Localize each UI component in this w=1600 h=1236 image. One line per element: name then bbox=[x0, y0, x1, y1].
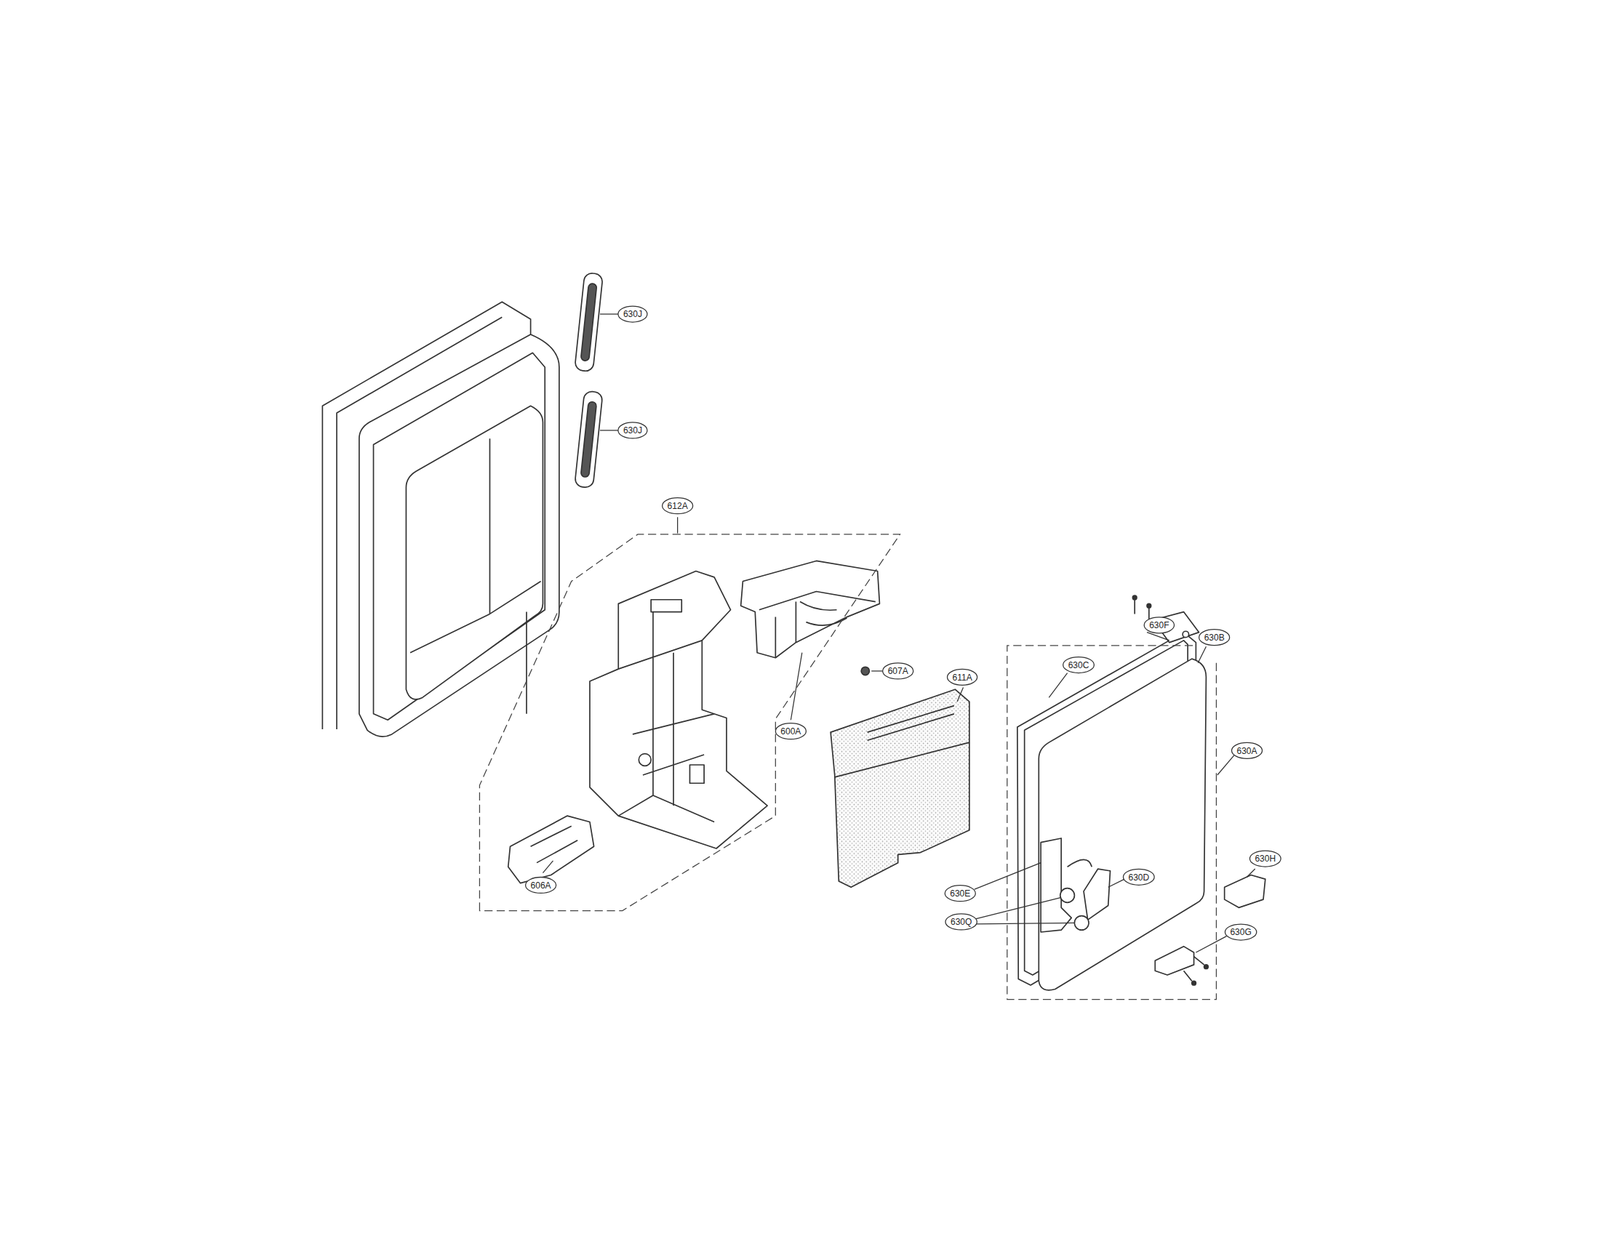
callout-oval bbox=[1122, 869, 1155, 886]
callout-oval bbox=[882, 663, 914, 680]
callout-oval bbox=[525, 877, 557, 894]
callout-number: 630J bbox=[623, 425, 643, 436]
callout-oval bbox=[947, 669, 978, 686]
callout-oval bbox=[662, 498, 694, 515]
illustration-part bbox=[759, 592, 876, 659]
callout-oval bbox=[618, 306, 648, 323]
illustration-part bbox=[861, 666, 870, 675]
illustration-part bbox=[1040, 838, 1072, 933]
callout-oval bbox=[1224, 924, 1256, 941]
illustration-part bbox=[1074, 916, 1089, 931]
callout-number: 612A bbox=[667, 501, 688, 512]
illustration-part bbox=[1195, 936, 1227, 953]
callout-oval bbox=[945, 914, 977, 931]
callout-oval bbox=[1199, 629, 1230, 646]
illustration-part bbox=[589, 570, 768, 849]
leader-lines bbox=[542, 314, 1255, 953]
illustration-part bbox=[525, 612, 528, 715]
callout-number: 630J bbox=[623, 309, 643, 320]
illustration-part bbox=[871, 670, 884, 672]
illustration-part bbox=[574, 391, 603, 489]
callout-number: 630B bbox=[1204, 632, 1225, 643]
callout-number: 630C bbox=[1068, 660, 1090, 671]
illustration-part bbox=[405, 405, 543, 700]
callout-number: 630D bbox=[1128, 872, 1150, 883]
illustration-part bbox=[867, 706, 955, 742]
illustration-part bbox=[373, 352, 546, 720]
illustration-part bbox=[1247, 869, 1256, 878]
illustration-part bbox=[410, 438, 542, 654]
illustration-part bbox=[618, 612, 715, 823]
illustration-part bbox=[741, 560, 880, 658]
callout-number: 607A bbox=[888, 666, 909, 677]
illustration-part bbox=[689, 765, 704, 784]
illustration-part bbox=[542, 861, 553, 874]
illustration-part bbox=[574, 272, 603, 373]
illustration-part bbox=[1108, 879, 1125, 888]
callout-number: 611A bbox=[952, 672, 973, 683]
illustration-part bbox=[975, 897, 1075, 924]
illustration-part bbox=[600, 429, 619, 431]
illustration-part bbox=[1217, 754, 1235, 776]
callout-number: 630E bbox=[949, 888, 971, 899]
illustration-part bbox=[580, 401, 597, 478]
illustration-part bbox=[580, 282, 597, 361]
illustration-part bbox=[834, 742, 970, 778]
illustration-part bbox=[1204, 965, 1209, 970]
callout-number: 630Q bbox=[950, 917, 972, 928]
callout-oval bbox=[618, 422, 648, 439]
illustration-part bbox=[638, 754, 651, 767]
callout-number: 606A bbox=[530, 880, 552, 891]
illustration-part bbox=[1067, 859, 1093, 867]
illustration-part bbox=[830, 689, 970, 888]
illustration-part bbox=[1038, 658, 1206, 991]
illustration-part bbox=[650, 600, 682, 613]
illustration-part bbox=[1197, 646, 1206, 663]
callout-oval bbox=[1232, 742, 1263, 759]
illustration-part bbox=[1192, 981, 1197, 986]
illustration-part bbox=[1146, 603, 1152, 608]
illustration-part bbox=[790, 653, 802, 721]
illustration-part bbox=[479, 534, 900, 912]
illustration-part bbox=[1132, 595, 1137, 600]
illustration-part bbox=[1224, 874, 1266, 908]
illustration-part bbox=[800, 602, 848, 627]
illustration-part bbox=[1154, 946, 1194, 976]
callout-number: 630G bbox=[1229, 927, 1251, 938]
callout-ovals bbox=[525, 306, 1282, 941]
callout-oval bbox=[775, 723, 806, 740]
illustration-part bbox=[1007, 645, 1217, 1000]
callout-oval bbox=[1063, 657, 1095, 674]
callout-number: 630F bbox=[1149, 620, 1169, 631]
illustration-part bbox=[1134, 600, 1150, 623]
illustration-part bbox=[508, 816, 595, 884]
illustration-part bbox=[1184, 957, 1205, 982]
callout-number: 630A bbox=[1237, 746, 1258, 757]
illustration-part bbox=[1083, 869, 1110, 920]
illustration-part bbox=[530, 826, 579, 863]
callout-number: 600A bbox=[780, 726, 801, 737]
illustration-part bbox=[359, 334, 560, 737]
callout-oval bbox=[1144, 617, 1174, 634]
illustration-part bbox=[957, 687, 963, 702]
illustration-part bbox=[1060, 888, 1075, 904]
illustration-part bbox=[1182, 631, 1189, 638]
callout-oval bbox=[1249, 850, 1281, 867]
group-bracket bbox=[479, 534, 1216, 1000]
illustration-part bbox=[974, 863, 1041, 890]
illustration-part bbox=[600, 313, 619, 315]
callout-number: 630H bbox=[1254, 853, 1276, 864]
illustration bbox=[322, 272, 1265, 991]
illustration-part bbox=[1048, 673, 1067, 699]
callout-oval bbox=[944, 885, 976, 902]
illustration-part bbox=[677, 517, 678, 534]
